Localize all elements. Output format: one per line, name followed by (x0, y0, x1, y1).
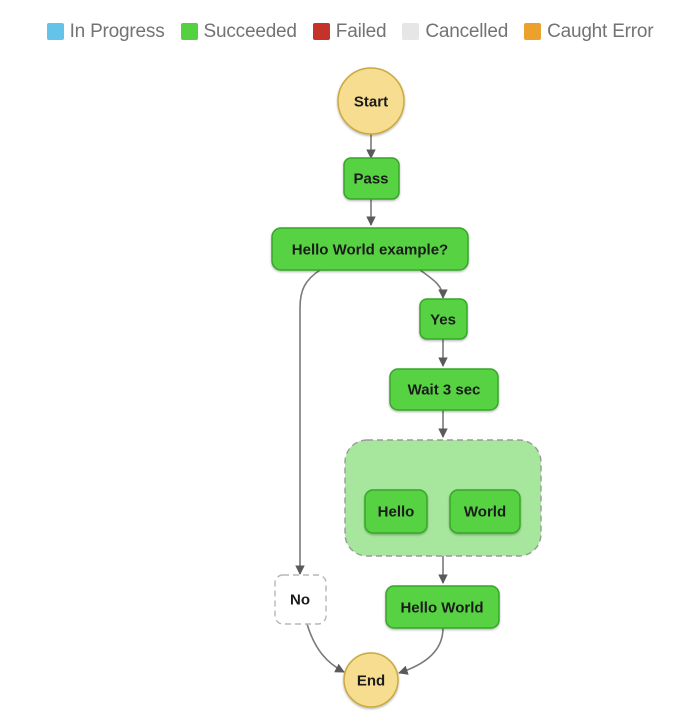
node-yes-shape[interactable] (419, 298, 468, 340)
legend-item-failed: Failed (312, 20, 387, 42)
legend-item-cancelled: Cancelled (402, 22, 508, 41)
node-end-shape[interactable] (343, 652, 399, 708)
legend-swatch-cancelled (402, 22, 420, 40)
node-no-shape[interactable] (274, 574, 327, 625)
legend-label-cancelled: Cancelled (425, 20, 509, 42)
legend-label-in-progress: In Progress (69, 20, 165, 42)
node-hello-shape[interactable] (364, 489, 428, 534)
legend-swatch-succeeded (180, 22, 198, 40)
node-wait-shape[interactable] (389, 368, 499, 411)
status-legend: In Progress Succeeded Failed Cancelled C… (0, 0, 700, 62)
node-yes[interactable]: Yes (419, 298, 468, 340)
legend-item-caught-error: Caught Error (524, 20, 654, 42)
legend-swatch-in-progress (46, 22, 64, 40)
legend-swatch-caught-error (524, 22, 542, 40)
node-hello[interactable]: Hello (364, 489, 428, 534)
node-choice-shape[interactable] (271, 227, 469, 271)
node-layer: Start Pass Hello World example? Yes Wait… (271, 67, 521, 708)
legend-swatch-failed (312, 22, 330, 40)
edge-choice-to-yes (419, 269, 448, 299)
edge-no-to-end (306, 623, 345, 673)
node-pass-shape[interactable] (343, 157, 400, 200)
legend-item-in-progress: In Progress (46, 20, 165, 42)
node-world-shape[interactable] (449, 489, 521, 534)
node-world[interactable]: World (449, 489, 521, 534)
node-wait[interactable]: Wait 3 sec (389, 368, 499, 411)
flowchart-svg: Start Pass Hello World example? Yes Wait… (271, 67, 542, 708)
node-start-shape[interactable] (337, 67, 405, 135)
execution-graph: Start Pass Hello World example? Yes Wait… (0, 58, 700, 722)
edge-choice-to-no (295, 269, 321, 575)
legend-label-caught-error: Caught Error (547, 20, 654, 42)
legend-item-succeeded: Succeeded (180, 20, 297, 42)
node-hello-world[interactable]: Hello World (385, 585, 500, 629)
node-no[interactable]: No (274, 574, 327, 625)
node-hello-world-shape[interactable] (385, 585, 500, 629)
node-choice[interactable]: Hello World example? (271, 227, 469, 271)
node-pass[interactable]: Pass (343, 157, 400, 200)
node-start[interactable]: Start (337, 67, 405, 135)
node-end[interactable]: End (343, 652, 399, 708)
legend-label-failed: Failed (335, 20, 387, 42)
legend-label-succeeded: Succeeded (203, 20, 297, 42)
edge-helloworld-to-end (398, 627, 444, 675)
